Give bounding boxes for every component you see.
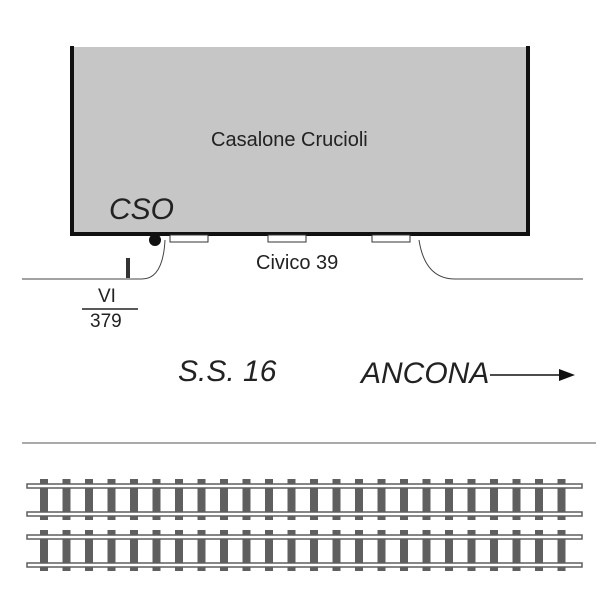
railway-tie [422, 479, 431, 520]
railway-tie [467, 479, 476, 520]
railway-tie [85, 530, 93, 571]
railway-tie [152, 479, 161, 520]
railway-tie [377, 530, 386, 571]
window [371, 234, 411, 243]
railway-rail [26, 534, 583, 540]
railway-tie [220, 530, 228, 571]
railway-tie [310, 530, 318, 571]
railway-tie [242, 530, 251, 571]
railway-tie [355, 530, 363, 571]
railway-tie [130, 479, 138, 520]
railway-tie [332, 479, 341, 520]
railway-rail [26, 483, 583, 489]
railway-tie [422, 530, 431, 571]
road-edge-left [22, 239, 166, 280]
railway-tie [445, 479, 453, 520]
road-edge-right [418, 239, 583, 280]
marker-top: VI [98, 286, 116, 307]
railway-tie [557, 479, 566, 520]
railway-tie [175, 479, 183, 520]
railway-tie [535, 530, 543, 571]
railway-tie [377, 479, 386, 520]
railway-tie [310, 479, 318, 520]
window [169, 234, 209, 243]
railway-tracks [26, 479, 583, 571]
railway-rail [26, 511, 583, 517]
railway-tie [197, 479, 206, 520]
railway-tie [400, 530, 408, 571]
road-name: S.S. 16 [178, 355, 277, 388]
railway-tie [107, 479, 116, 520]
railway-tie [175, 530, 183, 571]
railway-tie [107, 530, 116, 571]
railway-tie [535, 479, 543, 520]
railway-tie [557, 530, 566, 571]
railway-rail [26, 562, 583, 568]
building-name: Casalone Crucioli [211, 129, 368, 151]
railway-tie [512, 479, 521, 520]
railway-tie [445, 530, 453, 571]
railway-tie [197, 530, 206, 571]
road-direction: ANCONA [361, 357, 490, 390]
cso-point [149, 234, 161, 246]
railway-tie [242, 479, 251, 520]
railway-tie [40, 530, 48, 571]
marker-post [126, 258, 130, 278]
railway-tie [62, 479, 71, 520]
railway-tie [62, 530, 71, 571]
railway-tie [85, 479, 93, 520]
railway-tie [152, 530, 161, 571]
railway-tie [287, 530, 296, 571]
marker-bottom: 379 [90, 311, 122, 332]
railway-tie [40, 479, 48, 520]
railway-tie [355, 479, 363, 520]
building-walls [70, 46, 530, 236]
railway-tie [490, 530, 498, 571]
railway-tie [490, 479, 498, 520]
railway-tie [512, 530, 521, 571]
building-code: CSO [109, 193, 175, 226]
building [72, 47, 528, 234]
railway-tie [130, 530, 138, 571]
arrow-head-icon [559, 369, 575, 381]
window [267, 234, 307, 243]
railway-tie [400, 479, 408, 520]
railway-tie [220, 479, 228, 520]
railway-tie [467, 530, 476, 571]
railway-tie [287, 479, 296, 520]
address-label: Civico 39 [256, 252, 339, 274]
railway-tie [332, 530, 341, 571]
railway-tie [265, 530, 273, 571]
railway-tie [265, 479, 273, 520]
